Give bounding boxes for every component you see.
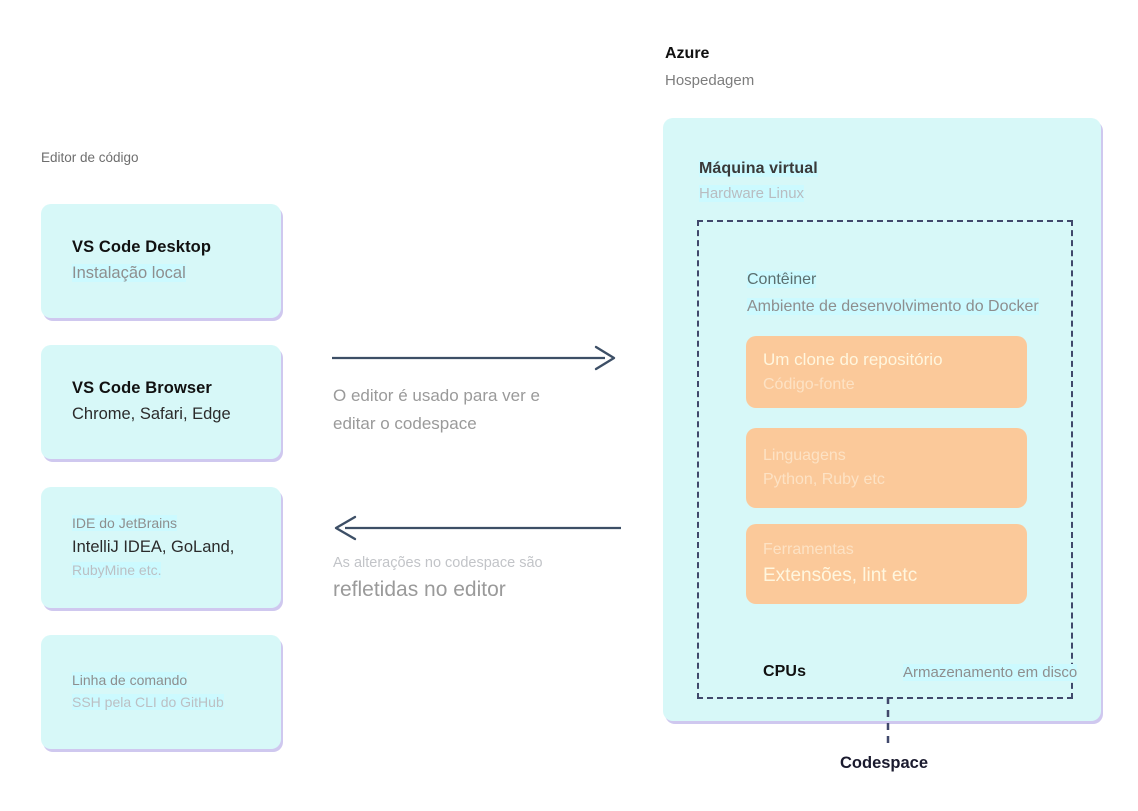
card-lines: Linha de comando SSH pela CLI do GitHub [41,670,281,713]
vm-footer-cpus: CPUs [763,663,807,680]
container-subtitle: Ambiente de desenvolvimento do Docker [747,298,1039,315]
card-vs-code-desktop[interactable]: VS Code Desktop Instalação local [41,204,281,318]
card-title: Linha de comando [72,672,188,689]
container-dashed-boundary [697,220,1073,699]
card-lines: VS Code Browser Chrome, Safari, Edge [41,376,281,427]
item-title: Um clone do repositório [763,350,943,370]
item-subtitle: Python, Ruby etc [763,471,885,488]
vm-footer-storage-wrap: Armazenamento em disco [903,661,1078,684]
card-subtitle: Instalação local [72,264,186,282]
card-title: VS Code Browser [72,379,212,398]
card-subtitle: Chrome, Safari, Edge [72,405,231,423]
card-command-line[interactable]: Linha de comando SSH pela CLI do GitHub [41,635,281,749]
codespace-callout-label: Codespace [840,754,929,772]
flow-forward-line1: O editor é usado para ver e [333,386,540,405]
arrow-right-icon [332,345,616,371]
card-title: VS Code Desktop [72,238,212,257]
azure-heading: Azure [665,45,710,62]
item-subtitle: Código-fonte [763,375,855,393]
vm-subtitle: Hardware Linux [699,185,805,202]
card-subtitle: IntelliJ IDEA, GoLand, [72,537,235,556]
container-title: Contêiner [747,271,817,288]
azure-virtual-machine-box: Máquina virtual Hardware Linux [663,118,1101,721]
azure-subheading: Hospedagem [665,72,755,89]
left-section-label: Editor de código [41,150,139,165]
card-title: IDE do JetBrains [72,515,178,532]
item-title: Ferramentas [763,540,854,558]
vm-subtitle-wrap: Hardware Linux [699,182,805,205]
vm-footer-storage: Armazenamento em disco [903,664,1078,681]
container-subtitle-wrap: Ambiente de desenvolvimento do Docker [747,295,1039,320]
card-lines: VS Code Desktop Instalação local [41,235,281,286]
container-item-tools[interactable]: Ferramentas Extensões, lint etc [746,524,1027,604]
codespace-leader-line-icon [886,697,890,743]
item-title: Linguagens [763,447,846,464]
card-vs-code-browser[interactable]: VS Code Browser Chrome, Safari, Edge [41,345,281,459]
arrow-left-icon [334,515,621,541]
flow-back-text: As alterações no codespace são refletida… [333,553,633,605]
card-detail: RubyMine etc. [72,562,162,579]
flow-back-line1: As alterações no codespace são [333,555,543,571]
container-item-repo-clone[interactable]: Um clone do repositório Código-fonte [746,336,1027,408]
card-jetbrains-ide[interactable]: IDE do JetBrains IntelliJ IDEA, GoLand, … [41,487,281,608]
container-item-languages[interactable]: Linguagens Python, Ruby etc [746,428,1027,508]
flow-back-line2: refletidas no editor [333,577,506,601]
item-subtitle: Extensões, lint etc [763,564,918,586]
card-subtitle: SSH pela CLI do GitHub [72,694,224,710]
card-lines: IDE do JetBrains IntelliJ IDEA, GoLand, … [41,513,281,582]
vm-title: Máquina virtual [699,160,818,177]
flow-forward-text: O editor é usado para ver e editar o cod… [333,382,603,437]
flow-forward-line2: editar o codespace [333,413,477,433]
container-title-wrap: Contêiner [747,268,817,293]
vm-title-wrap: Máquina virtual [699,157,818,182]
